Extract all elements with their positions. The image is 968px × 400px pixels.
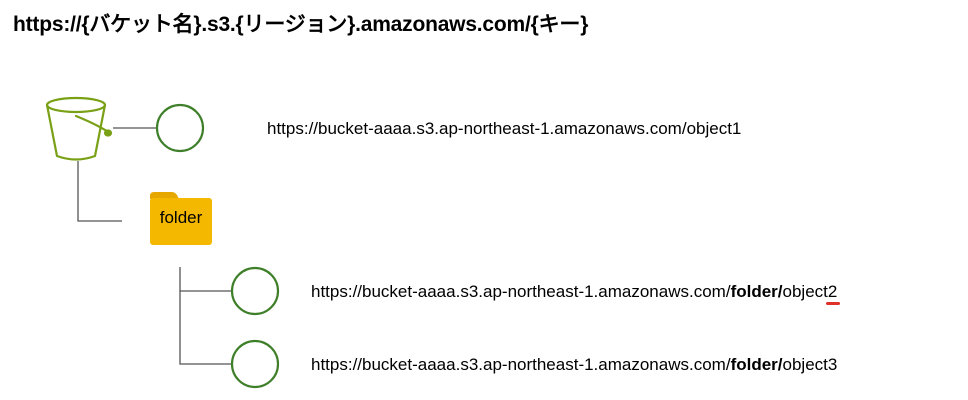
s3-bucket-icon bbox=[45, 96, 113, 161]
url-folder: folder/ bbox=[730, 282, 783, 301]
url-key: object1 bbox=[686, 119, 742, 138]
spellcheck-mark bbox=[826, 302, 840, 305]
folder-label: folder bbox=[159, 208, 203, 227]
url-prefix: https://bucket-aaaa.s3.ap-northeast-1.am… bbox=[311, 282, 731, 301]
object2-url[interactable]: https://bucket-aaaa.s3.ap-northeast-1.am… bbox=[311, 282, 837, 302]
url-key: object2 bbox=[782, 282, 838, 301]
connector-lines bbox=[77, 127, 233, 365]
object2-circle-icon bbox=[230, 266, 280, 316]
folder-icon bbox=[150, 192, 212, 245]
object1-circle-icon bbox=[155, 103, 205, 153]
object3-circle-icon bbox=[230, 339, 280, 389]
object1-url[interactable]: https://bucket-aaaa.s3.ap-northeast-1.am… bbox=[267, 119, 741, 139]
url-prefix: https://bucket-aaaa.s3.ap-northeast-1.am… bbox=[311, 355, 731, 374]
page-title: https://{バケット名}.s3.{リージョン}.amazonaws.com… bbox=[13, 13, 589, 36]
object3-url[interactable]: https://bucket-aaaa.s3.ap-northeast-1.am… bbox=[311, 355, 837, 375]
url-prefix: https://bucket-aaaa.s3.ap-northeast-1.am… bbox=[267, 119, 687, 138]
url-key: object3 bbox=[782, 355, 838, 374]
url-folder: folder/ bbox=[730, 355, 783, 374]
